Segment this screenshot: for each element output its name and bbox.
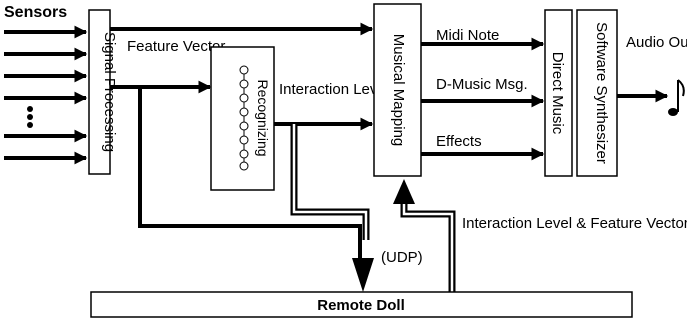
remote-doll-label: Remote Doll [317, 297, 405, 314]
musical-mapping-label: Musical Mapping [390, 34, 407, 147]
return-path-doll-to-mapping [400, 204, 456, 292]
arrow-to-doll-head [352, 258, 374, 292]
udp-label: (UDP) [381, 249, 423, 266]
neural-network-icon [239, 65, 249, 171]
effects-label: Effects [436, 133, 482, 150]
interaction-level-label: Interaction Level [279, 81, 389, 98]
signal-processing-label: Signal Processing [101, 32, 118, 152]
sensor-input-arrows [4, 25, 88, 165]
feature-vector-path-to-doll [138, 87, 362, 258]
feature-vector-label: Feature Vector [127, 38, 225, 55]
signal-processing-block [88, 9, 111, 175]
recognizing-label: Recognizing [255, 79, 271, 156]
arrow-to-mapping-head [393, 179, 415, 204]
software-synthesizer-block [576, 9, 618, 177]
audio-output-label: Audio Output [626, 34, 687, 51]
interaction-path-to-doll [290, 124, 370, 240]
musical-mapping-block [373, 3, 422, 177]
direct-music-block [544, 9, 573, 177]
d-music-msg-label: D-Music Msg. [436, 76, 528, 93]
software-synthesizer-label: Software Synthesizer [593, 22, 610, 164]
remote-doll-block [90, 291, 633, 318]
music-note-icon [668, 79, 685, 116]
ellipsis-icon [27, 106, 33, 128]
direct-music-label: Direct Music [549, 52, 566, 135]
sensors-label: Sensors [4, 4, 67, 21]
interaction-feature-label: Interaction Level & Feature Vector [462, 215, 687, 232]
midi-note-label: Midi Note [436, 27, 499, 44]
